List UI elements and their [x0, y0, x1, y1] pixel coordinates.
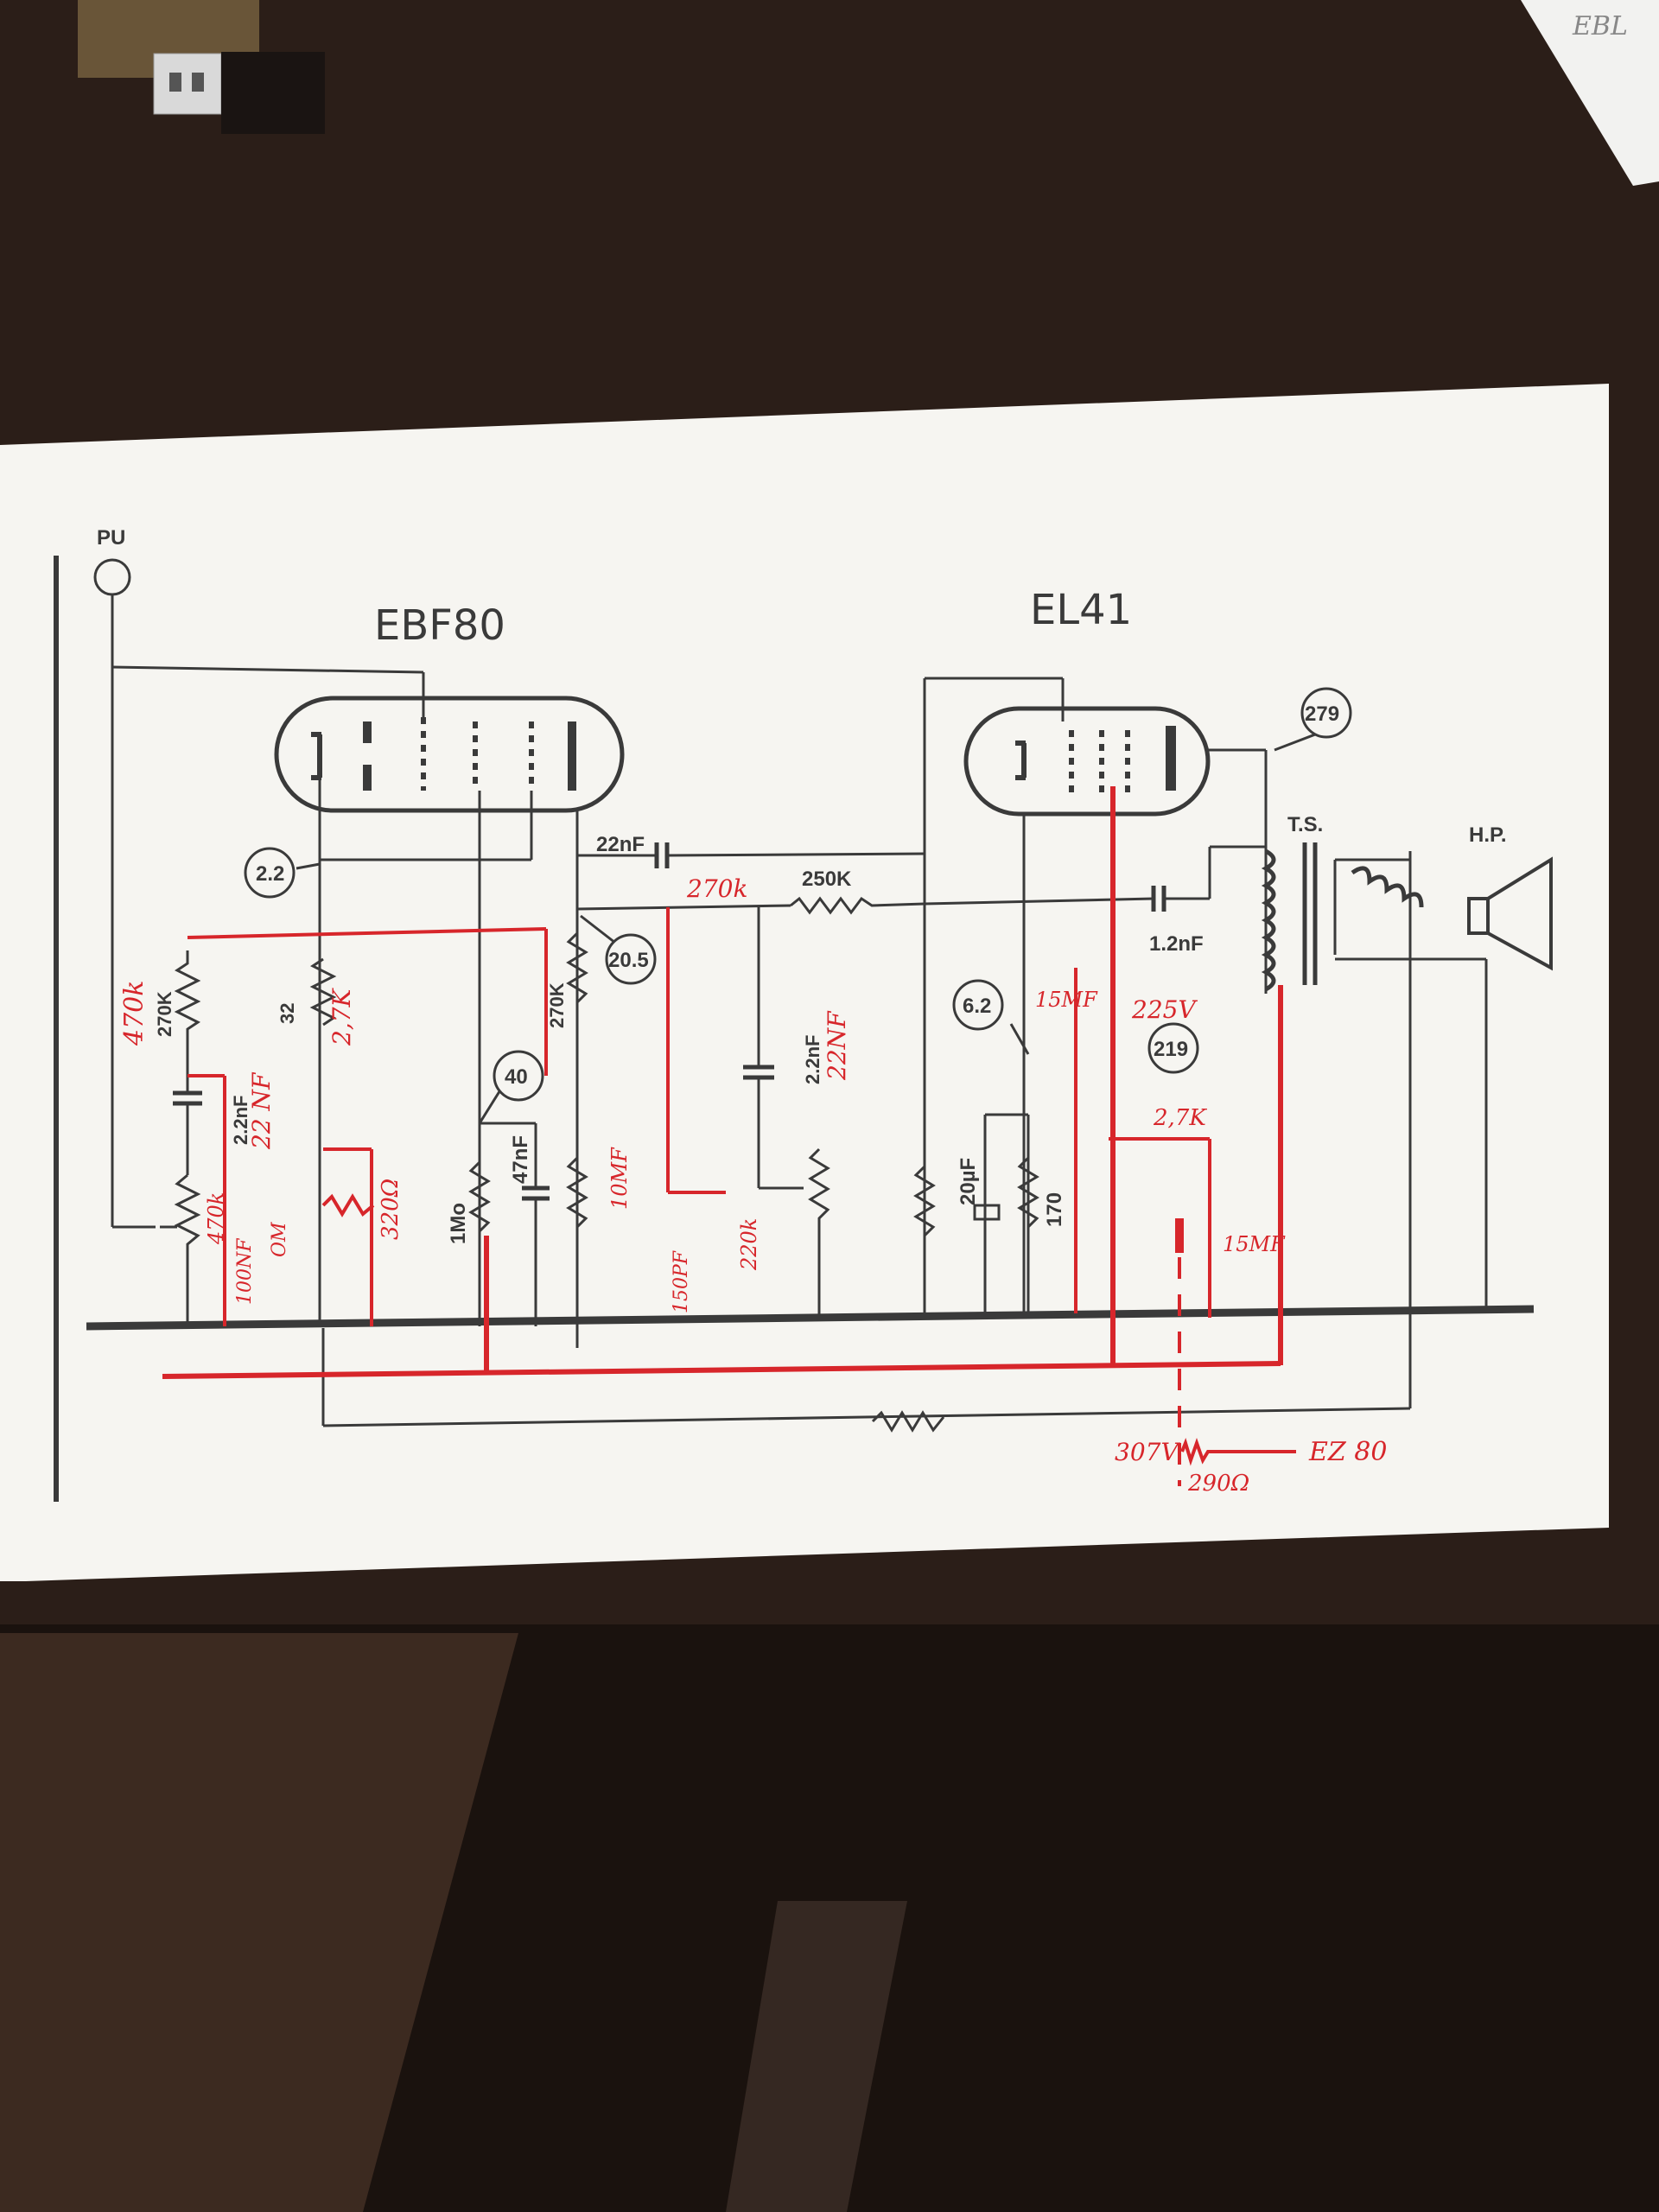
anno-off: OM	[269, 1222, 290, 1257]
usb-body	[221, 52, 325, 134]
anno-10mf: 10MF	[607, 1147, 632, 1210]
anno-2-7k-right: 2,7K	[1153, 1105, 1207, 1131]
anno-150pf: 150PF	[671, 1250, 692, 1313]
usb-pin	[192, 73, 204, 92]
rectifier-tube-label: EZ 80	[1308, 1437, 1387, 1467]
anno-320: 320Ω	[378, 1179, 404, 1240]
anno-22nf-left: 22 NF	[247, 1071, 276, 1150]
res-270k-mid-label: 270K	[546, 982, 568, 1028]
cap-2-2nf-mid-label: 2.2nF	[802, 1035, 823, 1084]
res-270k-label: 270K	[154, 991, 175, 1037]
schematic-labels: PU EBF80 EL41 T.S. H.P. 2.2 20.5 40 6.2 …	[97, 526, 1507, 1497]
anno-220k: 220k	[737, 1218, 761, 1271]
voltage-20-5: 20.5	[608, 949, 649, 972]
res-32-label: 32	[276, 1003, 298, 1024]
cap-2-2nf-label: 2.2nF	[230, 1096, 251, 1145]
voltage-6-2: 6.2	[963, 995, 991, 1018]
ts-label: T.S.	[1287, 813, 1323, 836]
cap-20uf-label: 20µF	[957, 1158, 980, 1205]
anno-100nf: 100NF	[234, 1238, 256, 1305]
anno-470k-top: 470k	[119, 981, 149, 1046]
voltage-2-2: 2.2	[256, 862, 284, 886]
pu-label: PU	[97, 526, 125, 550]
anno-2-7k-left: 2,7K	[327, 987, 356, 1046]
cap-47nf-label: 47nF	[509, 1135, 532, 1184]
anno-15mf-top: 15MF	[1035, 988, 1098, 1012]
res-170-label: 170	[1043, 1192, 1066, 1227]
tube1-label: EBF80	[374, 601, 505, 650]
res-1mo-label: 1Mo	[447, 1203, 470, 1244]
schematic-lines	[54, 556, 1553, 1502]
anno-15mf-bot: 15MF	[1223, 1232, 1286, 1256]
tube2-label: EL41	[1030, 586, 1132, 634]
voltage-40: 40	[505, 1065, 528, 1089]
anno-270k-top: 270k	[686, 874, 747, 903]
rectifier-voltage: 307V	[1115, 1438, 1180, 1466]
cap-22nf-label: 22nF	[596, 833, 645, 856]
hp-label: H.P.	[1469, 823, 1507, 847]
usb-pin	[169, 73, 181, 92]
floor-light	[0, 1633, 518, 2212]
red-modifications	[162, 786, 1296, 1486]
anno-22nf-mid: 22NF	[823, 1010, 851, 1081]
res-250k-label: 250K	[802, 868, 852, 891]
usb-plug	[153, 53, 222, 115]
floor-reflection	[726, 1901, 907, 2212]
paper-sheet	[0, 384, 1609, 1581]
cap-1-2nf-label: 1.2nF	[1149, 932, 1204, 956]
notebook-corner	[1521, 0, 1659, 186]
voltage-279: 279	[1305, 702, 1339, 726]
anno-470k-small: 470k	[204, 1192, 228, 1245]
rectifier-resistor: 290Ω	[1187, 1471, 1249, 1497]
voltage-circles	[244, 687, 1352, 1102]
voltage-219: 219	[1154, 1038, 1188, 1061]
voltage-225: 225V	[1131, 995, 1198, 1024]
notebook-text: EBL	[1572, 11, 1628, 41]
